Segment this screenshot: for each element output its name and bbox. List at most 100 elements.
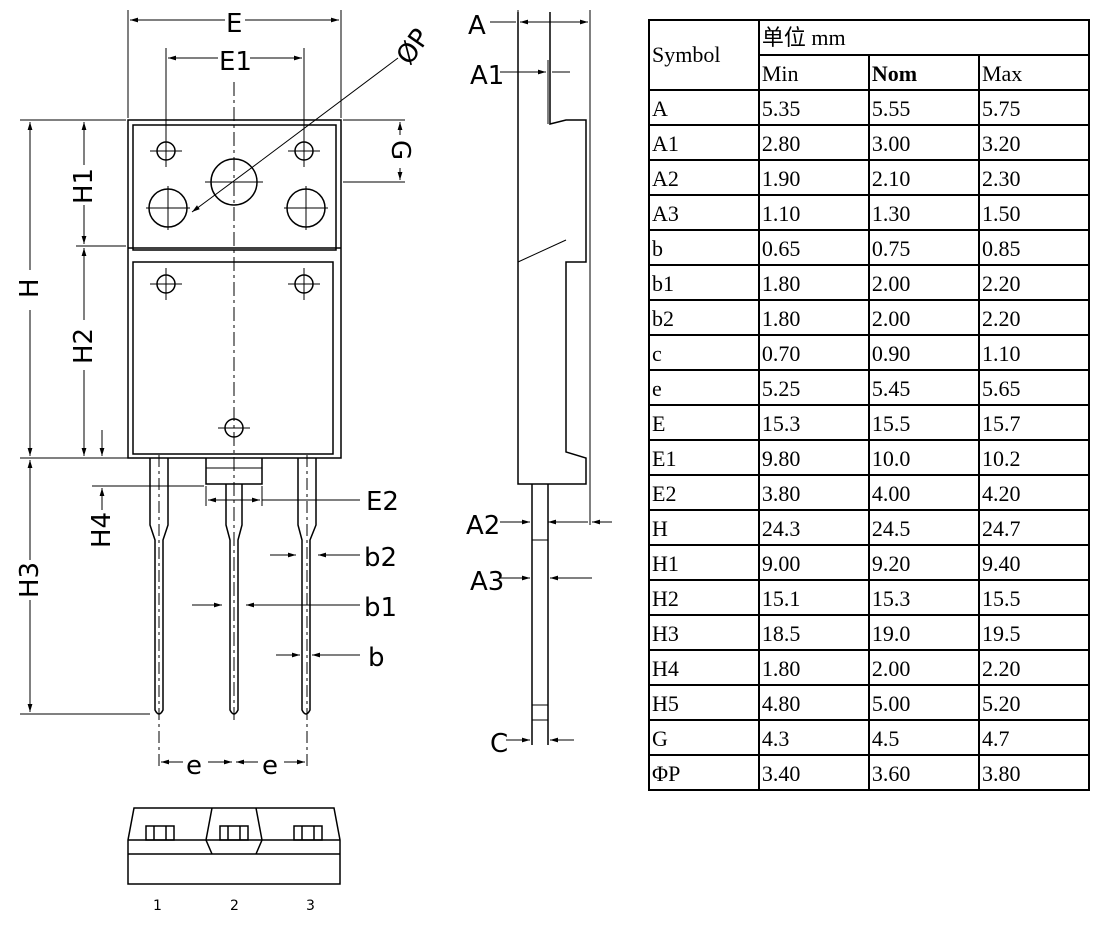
label-H: H	[15, 278, 45, 298]
label-E2: E2	[366, 487, 399, 517]
cell-symbol: c	[648, 334, 760, 371]
pin-label-1: 1	[153, 898, 162, 914]
cell-max: 3.20	[977, 124, 1091, 161]
unit-header: 单位 mm	[757, 19, 1091, 56]
bottom-view	[127, 807, 341, 885]
cell-min: 1.80	[757, 649, 870, 686]
cell-min: 9.00	[757, 544, 870, 581]
cell-max: 19.5	[977, 614, 1091, 651]
cell-min: 4.80	[757, 684, 870, 721]
cell-min: 1.80	[757, 299, 870, 336]
cell-nom: 2.00	[867, 299, 980, 336]
cell-min: 0.70	[757, 334, 870, 371]
cell-min: 2.80	[757, 124, 870, 161]
cell-nom: 0.75	[867, 229, 980, 266]
cell-symbol: H1	[648, 544, 760, 581]
cell-max: 0.85	[977, 229, 1091, 266]
cell-nom: 4.5	[867, 719, 980, 756]
cell-symbol: b1	[648, 264, 760, 301]
cell-symbol: E1	[648, 439, 760, 476]
cell-symbol: b	[648, 229, 760, 266]
cell-symbol: H	[648, 509, 760, 546]
cell-symbol: A2	[648, 159, 760, 196]
label-A: A	[468, 11, 486, 41]
label-A1: A1	[470, 61, 504, 91]
cell-min: 24.3	[757, 509, 870, 546]
cell-max: 2.30	[977, 159, 1091, 196]
cell-max: 4.20	[977, 474, 1091, 511]
label-C: C	[490, 729, 508, 759]
cell-min: 5.25	[757, 369, 870, 406]
cell-nom: 9.20	[867, 544, 980, 581]
cell-min: 18.5	[757, 614, 870, 651]
cell-min: 3.40	[757, 754, 870, 791]
max-header: Max	[977, 54, 1091, 91]
cell-max: 5.65	[977, 369, 1091, 406]
label-E: E	[226, 9, 242, 39]
cell-nom: 3.00	[867, 124, 980, 161]
cell-symbol: A	[648, 89, 760, 126]
table-subheader-row: Min Nom Max	[649, 54, 1091, 91]
cell-max: 15.7	[977, 404, 1091, 441]
cell-max: 5.20	[977, 684, 1091, 721]
cell-nom: 5.55	[867, 89, 980, 126]
pin-label-3: 3	[306, 898, 315, 914]
cell-min: 9.80	[757, 439, 870, 476]
cell-nom: 24.5	[867, 509, 980, 546]
cell-max: 1.50	[977, 194, 1091, 231]
cell-nom: 15.5	[867, 404, 980, 441]
front-view	[20, 10, 405, 770]
cell-min: 4.3	[757, 719, 870, 756]
cell-max: 1.10	[977, 334, 1091, 371]
cell-symbol: H2	[648, 579, 760, 616]
label-H4: H4	[87, 512, 117, 548]
package-outline-drawing: E E1 ØP G H H1 H2 H3 H4 E2 b2 b1 b e e A…	[15, 9, 612, 914]
cell-min: 1.90	[757, 159, 870, 196]
table-header-row: Symbol 单位 mm	[648, 19, 1091, 91]
label-e-right: e	[262, 751, 278, 781]
cell-min: 3.80	[757, 474, 870, 511]
cell-symbol: ΦP	[648, 754, 760, 791]
cell-max: 10.2	[977, 439, 1091, 476]
cell-symbol: H5	[648, 684, 760, 721]
cell-symbol: H4	[648, 649, 760, 686]
cell-max: 2.20	[977, 264, 1091, 301]
cell-nom: 2.10	[867, 159, 980, 196]
cell-nom: 1.30	[867, 194, 980, 231]
cell-nom: 5.00	[867, 684, 980, 721]
cell-max: 5.75	[977, 89, 1091, 126]
label-b: b	[368, 643, 385, 673]
cell-symbol: b2	[648, 299, 760, 336]
cell-max: 4.7	[977, 719, 1091, 756]
label-H1: H1	[69, 168, 99, 204]
symbol-header: Symbol	[648, 19, 760, 91]
cell-symbol: A3	[648, 194, 760, 231]
cell-symbol: E	[648, 404, 760, 441]
cell-nom: 19.0	[867, 614, 980, 651]
cell-min: 15.1	[757, 579, 870, 616]
cell-nom: 5.45	[867, 369, 980, 406]
nom-header: Nom	[867, 54, 980, 91]
label-b2: b2	[364, 543, 397, 573]
cell-max: 3.80	[977, 754, 1091, 791]
label-b1: b1	[364, 593, 397, 623]
cell-nom: 0.90	[867, 334, 980, 371]
cell-nom: 2.00	[867, 649, 980, 686]
cell-min: 1.10	[757, 194, 870, 231]
label-H2: H2	[69, 328, 99, 364]
label-phiP: ØP	[391, 24, 436, 71]
